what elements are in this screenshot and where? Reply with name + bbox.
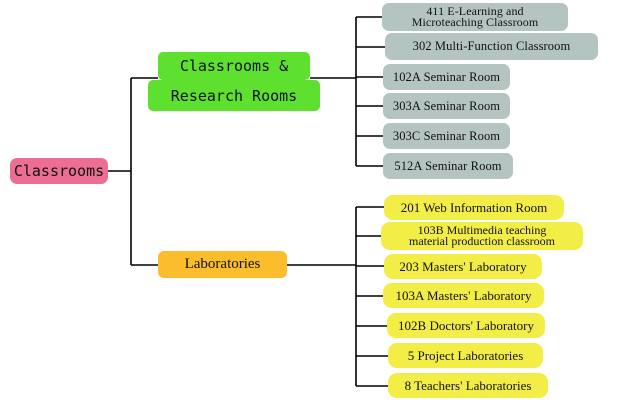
leaf-label: 303C Seminar Room <box>392 128 501 143</box>
branch-label: Laboratories <box>184 256 261 272</box>
leaf-303a-seminar[interactable]: 303A Seminar Room <box>383 93 510 119</box>
leaf-201-web-information[interactable]: 201 Web Information Room <box>384 195 564 220</box>
leaf-label: 102B Doctors' Laboratory <box>398 317 534 333</box>
leaf-8-teachers-labs[interactable]: 8 Teachers' Laboratories <box>388 373 548 398</box>
branch-classrooms-research-bottom[interactable]: Research Rooms <box>148 80 320 111</box>
leaf-303c-seminar[interactable]: 303C Seminar Room <box>383 123 510 149</box>
leaf-label: 201 Web Information Room <box>400 199 548 215</box>
root-label: Classrooms <box>13 162 105 180</box>
leaf-411-e-learning[interactable]: 411 E-Learning and Microteaching Classro… <box>382 3 568 31</box>
leaf-label: 103A Masters' Laboratory <box>395 287 532 303</box>
branch-classrooms-research-top[interactable]: Classrooms & <box>158 52 310 80</box>
leaf-label-line: 103B Multimedia teaching <box>417 223 547 237</box>
leaf-103a-masters-lab[interactable]: 103A Masters' Laboratory <box>383 283 544 308</box>
leaf-203-masters-lab[interactable]: 203 Masters' Laboratory <box>384 254 542 279</box>
leaf-label: 5 Project Laboratories <box>407 347 524 363</box>
leaf-5-project-labs[interactable]: 5 Project Laboratories <box>388 343 543 368</box>
leaf-label: 102A Seminar Room <box>392 69 501 84</box>
leaf-512a-seminar[interactable]: 512A Seminar Room <box>383 153 513 179</box>
leaf-102b-doctors-lab[interactable]: 102B Doctors' Laboratory <box>387 313 545 338</box>
leaf-label: 8 Teachers' Laboratories <box>404 377 532 393</box>
leaf-label: 203 Masters' Laboratory <box>399 258 527 274</box>
root-node[interactable]: Classrooms <box>10 158 108 184</box>
branch-label-line: Research Rooms <box>170 86 298 105</box>
leaf-302-multi-function[interactable]: 302 Multi-Function Classroom <box>385 33 598 60</box>
leaf-103b-multimedia[interactable]: 103B Multimedia teaching material produc… <box>381 222 583 250</box>
branch-laboratories[interactable]: Laboratories <box>158 251 287 278</box>
leaf-label-line: material production classroom <box>409 234 555 248</box>
leaf-label: 302 Multi-Function Classroom <box>412 39 571 53</box>
leaf-label: 512A Seminar Room <box>394 158 502 173</box>
leaf-label-line: Microteaching Classroom <box>411 15 539 29</box>
leaf-label: 303A Seminar Room <box>392 98 501 113</box>
branch-label-line: Classrooms & <box>179 57 289 75</box>
leaf-102a-seminar[interactable]: 102A Seminar Room <box>383 64 510 90</box>
leaf-label-line: 411 E-Learning and <box>426 4 524 18</box>
